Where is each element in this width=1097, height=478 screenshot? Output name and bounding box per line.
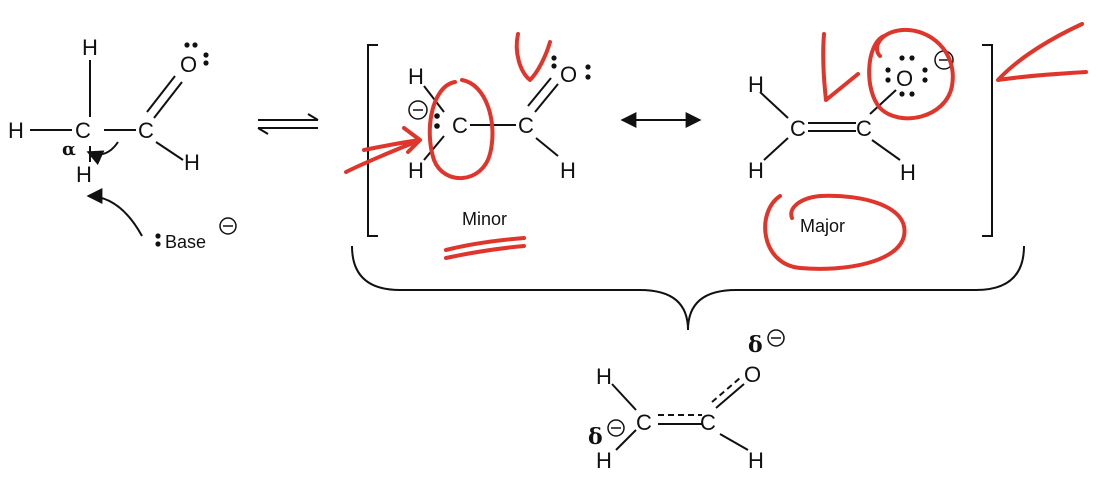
atom-h-aldehyde: H — [184, 150, 200, 175]
annotation-arrow-to-carbanion — [344, 126, 422, 174]
annotation-arrow-down-major — [821, 32, 860, 102]
annotation-arrow-to-oxygen — [996, 22, 1088, 82]
hybrid-delta-c-charge — [607, 419, 625, 437]
minor-label: Minor — [462, 209, 507, 229]
equilibrium-arrow — [257, 113, 319, 135]
atom-c-alpha: C — [75, 118, 91, 143]
atom-h-left: H — [8, 118, 24, 143]
minor-atom-o: O — [560, 62, 577, 87]
minor-atom-c-carbonyl: C — [518, 113, 534, 138]
annotation-circle-enolate-oxygen — [867, 27, 955, 121]
hybrid-atom-c-left: C — [636, 410, 652, 435]
alpha-label: α — [62, 139, 76, 160]
hybrid-delta-o-charge — [767, 329, 785, 347]
acetaldehyde-molecule: H H C H C O H α Base — [8, 35, 237, 252]
resonance-structure-major: H H C C O H Major — [748, 50, 954, 236]
annotation-circle-carbanion — [427, 78, 495, 180]
atom-h-top: H — [82, 35, 98, 60]
major-atom-h-top: H — [748, 72, 764, 97]
base-label: Base — [165, 232, 206, 252]
bracket-right — [982, 44, 993, 237]
resonance-hybrid: H H C C O H δ δ — [588, 329, 785, 473]
major-atom-o: O — [896, 66, 913, 91]
atom-c-carbonyl: C — [138, 118, 154, 143]
carbanion-negative-charge — [408, 100, 428, 120]
red-annotations — [344, 22, 1088, 271]
electron-push-arrow-base — [86, 188, 143, 237]
major-atom-h-bottom: H — [748, 158, 764, 183]
major-atom-c-left: C — [790, 116, 806, 141]
base-negative-charge — [219, 217, 237, 235]
minor-atom-c-carbanion: C — [452, 113, 468, 138]
annotation-circle-major — [763, 193, 907, 271]
hybrid-delta-o: δ — [748, 332, 763, 358]
annotation-arrow-down-minor — [514, 32, 552, 82]
bracket-left — [367, 44, 378, 237]
minor-atom-h-bottom: H — [408, 158, 424, 183]
hybrid-atom-h-top: H — [596, 364, 612, 389]
hybrid-atom-c-right: C — [700, 410, 716, 435]
atom-o: O — [180, 52, 197, 77]
major-atom-c-right: C — [856, 116, 872, 141]
hybrid-delta-c: δ — [588, 424, 603, 450]
oxygen-lone-pairs — [184, 42, 209, 66]
minor-atom-h-top: H — [408, 64, 424, 89]
resonance-structure-minor: H H C C O H Minor — [408, 55, 591, 229]
electron-push-arrow-ch — [86, 141, 119, 166]
hybrid-atom-h-bottom: H — [596, 448, 612, 473]
annotation-underline-minor — [444, 236, 526, 260]
major-label: Major — [800, 216, 845, 236]
hybrid-atom-h-aldehyde: H — [748, 448, 764, 473]
hybrid-atom-o: O — [744, 362, 761, 387]
curly-brace — [351, 245, 1025, 331]
minor-atom-h-aldehyde: H — [560, 158, 576, 183]
major-atom-h-aldehyde: H — [900, 160, 916, 185]
atom-h-bottom: H — [76, 162, 92, 187]
